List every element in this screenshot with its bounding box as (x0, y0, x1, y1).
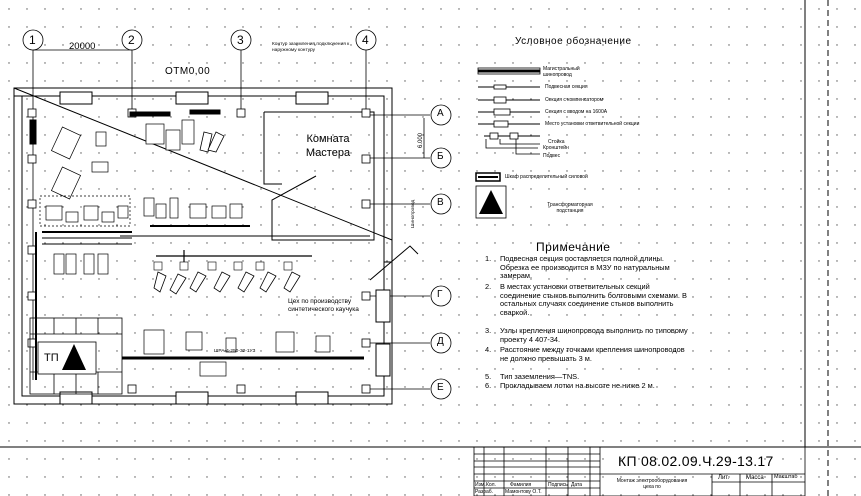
side-busbar-label: Шинопровод (411, 199, 416, 228)
note-number: 3. (485, 326, 492, 335)
ground-loop-note: Контур заземления подключения к наружном… (272, 42, 350, 53)
tb-lit-label: Лит. (718, 475, 730, 481)
note-number: 4. (485, 345, 492, 354)
note-number: 2. (485, 282, 492, 291)
tb-header-data: Дата (571, 482, 583, 488)
substation-triangle-icon (62, 344, 86, 370)
axis-label-d: Д (437, 336, 444, 347)
legend-title: Условное обозначение (515, 36, 632, 47)
note-text: Расстояние между точками крепления шиноп… (500, 345, 685, 363)
legend-item: Трансформаторная подстанция (547, 202, 593, 214)
note-item: 6. Прокладываем лотки на высоте не ниже 2… (485, 381, 690, 391)
legend-item: Подвес (543, 153, 561, 159)
note-item: 2. В местах установки ответвительных секц… (485, 282, 690, 317)
axis-label-v: В (437, 197, 444, 208)
shop-note: Цех по производству синтетического каучу… (288, 298, 359, 313)
axis-label-g: Г (437, 289, 443, 300)
note-number: 5. (485, 372, 492, 381)
tb-mass-label: Масса (746, 475, 764, 481)
note-text: Тип заземления—TNS. (500, 372, 580, 381)
tb-header-podpis: Подпись (548, 482, 568, 488)
legend-item: Кронштейн (543, 145, 569, 151)
axis-label-e: Е (437, 382, 444, 393)
master-room-label: Комната Мастера (305, 133, 351, 159)
span-label: 6.000 (418, 132, 424, 148)
notes-title: Примечание (536, 240, 611, 254)
legend-item: Стойка (548, 139, 565, 145)
tb-signer-role: Разраб. (475, 489, 494, 495)
legend-item: Место установки ответвительной секции (545, 121, 640, 127)
legend-item: Шкаф распределительный силовой (505, 174, 588, 180)
tb-header-kol: Кол. (486, 482, 496, 488)
note-item: 5. Тип заземления—TNS. (485, 372, 690, 382)
elevation-label: ОТМ0,00 (165, 66, 211, 77)
tb-scale-label: Масштаб (774, 474, 798, 480)
busbar-label: ШРА-4-250-32-1УЗ (214, 349, 256, 354)
axis-label-4: 4 (362, 33, 369, 47)
note-item: 3. Узлы крепления шинопровода выполнить п… (485, 326, 690, 344)
note-text: Прокладываем лотки на высоте не ниже 2 м… (500, 381, 655, 390)
dimension-label: 20000 (69, 41, 96, 52)
legend-item: Секция с компенсатором (545, 97, 604, 103)
tb-header-izm: Изм. (475, 482, 486, 488)
substation-label: ТП (44, 352, 59, 364)
tb-signer-name: Мамонтову О.Т. (505, 489, 542, 495)
axis-label-2: 2 (128, 33, 135, 47)
note-number: 1. (485, 254, 492, 263)
axis-label-a: А (437, 108, 444, 119)
note-item: 4. Расстояние между точками крепления шин… (485, 345, 690, 363)
axis-label-b: Б (437, 151, 444, 162)
document-code: КП 08.02.09.Ч.29-13.17 (618, 453, 774, 469)
note-text: В местах установки ответвительных секций… (500, 282, 687, 317)
tb-header-familiya: Фамилия (510, 482, 532, 488)
legend-item: Подвесная секция (545, 84, 588, 90)
legend-item: Секция с вводом на 1600А (545, 109, 608, 115)
note-number: 6. (485, 381, 492, 390)
axis-label-1: 1 (29, 33, 36, 47)
axis-label-3: 3 (237, 33, 244, 47)
note-item: 1. Подвесная секция поставляется полной д… (485, 254, 690, 281)
note-text: Узлы крепления шинопровода выполнить по … (500, 326, 688, 344)
tb-sheet-title: Монтаж электрооборудования цеха по (616, 478, 688, 490)
legend-item: Магистральный шинопровод (543, 66, 580, 78)
note-text: Подвесная секция поставляется полной дли… (500, 254, 670, 281)
